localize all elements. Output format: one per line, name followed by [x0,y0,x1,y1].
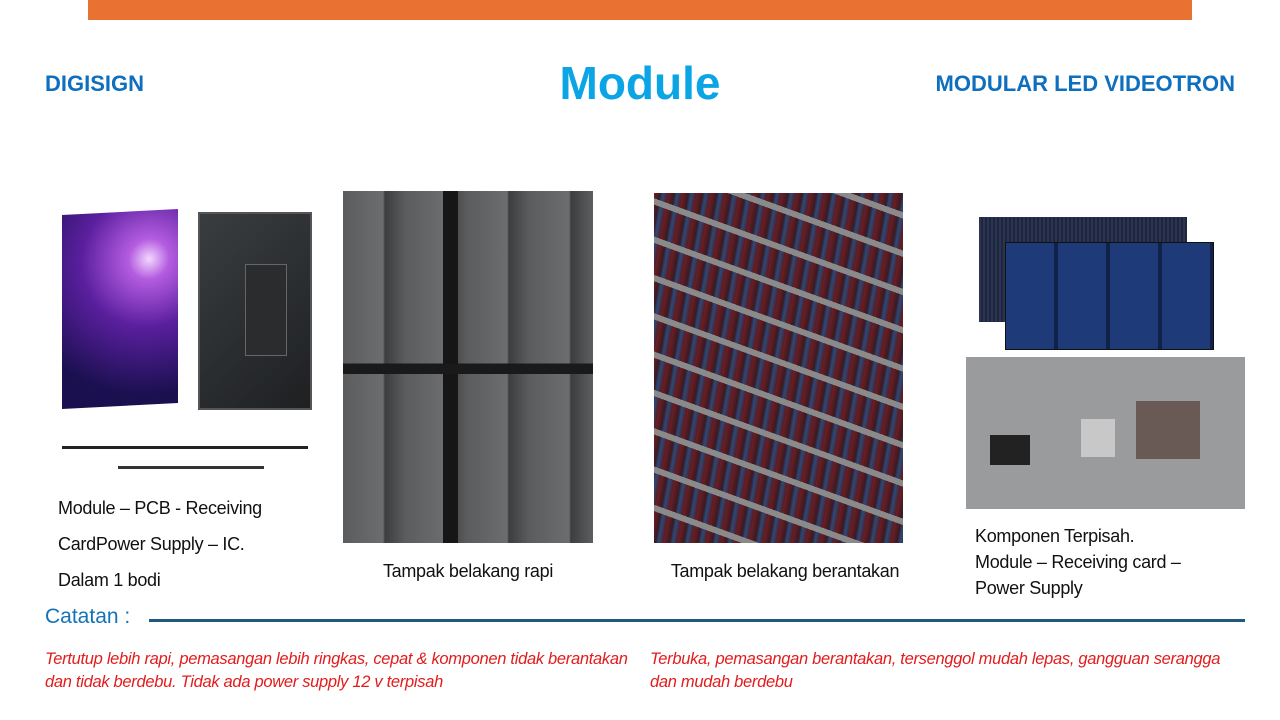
module-back-image [198,212,312,410]
top-accent-bar [88,0,1192,20]
separate-components-image [966,357,1245,509]
led-module-back-image [1005,242,1214,350]
messy-back-photo [654,193,903,543]
caption-line: Komponen Terpisah. [975,526,1135,546]
module-front-image [62,208,178,410]
caption-line: Power Supply [975,578,1083,598]
page-title: Module [559,57,721,109]
caption-line: Module – Receiving card – [975,552,1181,572]
caption-line: Module – PCB - Receiving [58,498,262,518]
notes-label: Catatan : [45,605,131,628]
caption-messy: Tampak belakang berantakan [670,561,900,581]
notes-divider [149,619,1245,622]
cable-image [118,466,264,469]
caption-line: CardPower Supply – IC. [58,534,245,554]
neat-back-photo [343,191,593,543]
caption-neat: Tampak belakang rapi [382,561,554,581]
note-left: Tertutup lebih rapi, pemasangan lebih ri… [45,650,628,691]
caption-line: Dalam 1 bodi [58,570,161,590]
note-right: Terbuka, pemasangan berantakan, tersengg… [650,650,1221,691]
cables-image [62,446,308,449]
caption-integrated: Module – PCB - Receiving CardPower Suppl… [58,490,262,598]
left-brand: DIGISIGN [45,71,145,96]
right-brand: MODULAR LED VIDEOTRON [935,71,1235,96]
caption-separate: Komponen Terpisah. Module – Receiving ca… [975,523,1181,601]
